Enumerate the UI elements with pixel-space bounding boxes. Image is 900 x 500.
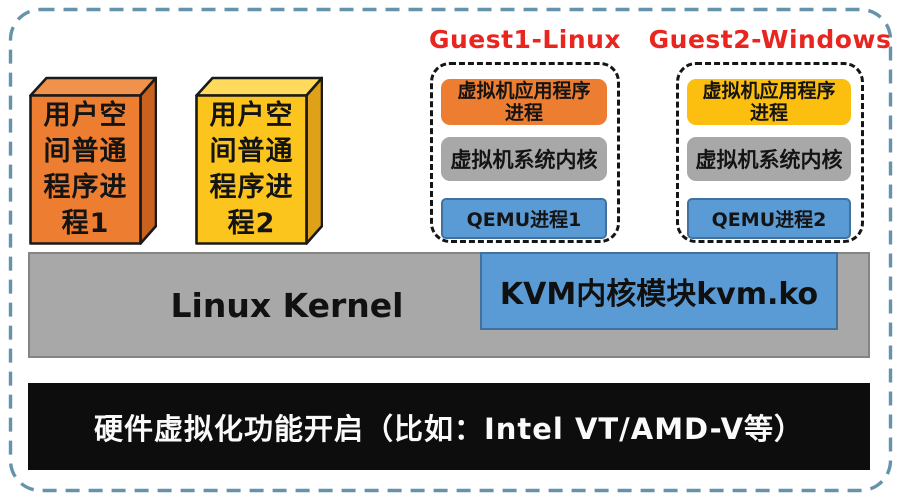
user-process-2-line: 程序进 (209, 171, 294, 203)
guest1-vm-app-line: 虚拟机应用程序 (457, 80, 591, 102)
guest1-qemu-process-box: QEMU进程1 (441, 198, 607, 239)
guest2-container: 虚拟机应用程序 进程 虚拟机系统内核 QEMU进程2 (676, 62, 864, 243)
guest2-vm-app-line: 虚拟机应用程序 (702, 80, 836, 102)
user-process-1-line: 用户空 (43, 99, 128, 131)
guest1-container: 虚拟机应用程序 进程 虚拟机系统内核 QEMU进程1 (430, 62, 620, 243)
user-process-2-line: 用户空 (209, 99, 294, 131)
user-process-box-2-shape (195, 76, 323, 245)
guest2-vm-app-process-box: 虚拟机应用程序 进程 (687, 79, 851, 125)
user-process-2-line: 程2 (227, 207, 276, 239)
linux-kernel-label: Linux Kernel (170, 285, 404, 325)
guest1-vm-kernel-box: 虚拟机系统内核 (441, 137, 607, 181)
guest1-vm-app-line: 进程 (504, 102, 543, 124)
guest2-title: Guest2-Windows (648, 24, 892, 54)
kvm-module-box: KVM内核模块kvm.ko (480, 252, 838, 330)
user-process-1-line: 程1 (61, 207, 110, 239)
guest2-vm-kernel-box: 虚拟机系统内核 (687, 137, 851, 181)
user-process-1-line: 程序进 (43, 171, 128, 203)
guest2-vm-app-line: 进程 (749, 102, 788, 124)
user-process-box-1: 用户空 间普通 程序进 程1 (29, 76, 157, 246)
guest1-title: Guest1-Linux (428, 24, 622, 54)
user-process-box-1-label: 用户空 间普通 程序进 程1 (31, 96, 140, 243)
hardware-virtualization-bar: 硬件虚拟化功能开启（比如：Intel VT/AMD-V等） (28, 383, 870, 470)
user-process-1-line: 间普通 (43, 135, 128, 167)
guest1-vm-app-process-box: 虚拟机应用程序 进程 (441, 79, 607, 125)
user-process-2-line: 间普通 (209, 135, 294, 167)
guest2-qemu-process-box: QEMU进程2 (687, 198, 851, 239)
user-process-box-1-shape (29, 76, 157, 245)
linux-kernel-bar: Linux Kernel KVM内核模块kvm.ko (28, 252, 870, 358)
user-process-box-2-label: 用户空 间普通 程序进 程2 (197, 96, 306, 243)
user-process-box-2: 用户空 间普通 程序进 程2 (195, 76, 323, 246)
